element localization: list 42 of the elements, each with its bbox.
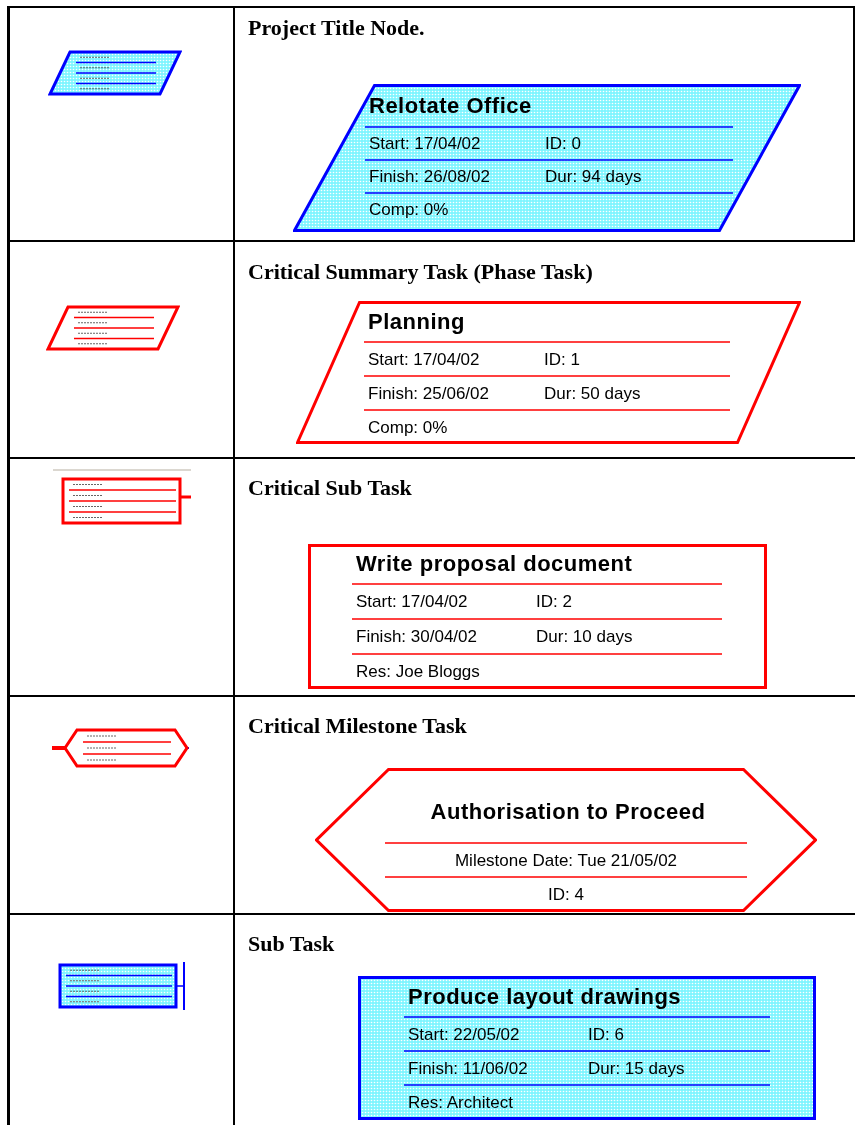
node-title: Write proposal document — [355, 553, 633, 575]
node-title: Planning — [367, 310, 465, 333]
field-text: Dur: 94 days — [545, 168, 642, 185]
row-heading: Sub Task — [248, 930, 335, 958]
row-heading: Project Title Node. — [248, 14, 425, 42]
mini-parallelogram-node — [46, 305, 180, 351]
field-text: Res: Architect — [407, 1093, 513, 1111]
field-text: Dur: 15 days — [588, 1059, 685, 1077]
field-text: ID: 1 — [544, 350, 580, 368]
task-node — [358, 976, 816, 1120]
field-text: Milestone Date: Tue 21/05/02 — [454, 851, 678, 869]
field-text: ID: 4 — [548, 885, 584, 903]
field-text: Res: Joe Bloggs — [355, 663, 480, 680]
row-heading: Critical Summary Task (Phase Task) — [248, 258, 593, 286]
field-text: Start: 17/04/02 — [367, 350, 481, 368]
mini-box-node — [53, 469, 191, 525]
field-text: Start: 17/04/02 — [368, 135, 482, 152]
mini-parallelogram-node — [48, 50, 182, 96]
field-text: Dur: 50 days — [544, 384, 641, 402]
task-node — [308, 544, 767, 689]
field-text: Finish: 30/04/02 — [355, 628, 478, 645]
row-heading: Critical Sub Task — [248, 474, 412, 502]
node-title: Produce layout drawings — [407, 985, 682, 1008]
mini-hexagon-node — [52, 728, 189, 768]
field-text: Finish: 25/06/02 — [367, 384, 490, 402]
field-text: Comp: 0% — [368, 201, 449, 218]
node-title: Relotate Office — [368, 94, 532, 117]
field-text: Comp: 0% — [367, 418, 448, 436]
task-node — [296, 301, 801, 444]
field-text: Dur: 10 days — [536, 628, 633, 645]
field-text: Finish: 11/06/02 — [407, 1059, 529, 1077]
node-title: Authorisation to Proceed — [429, 800, 706, 823]
field-text: ID: 6 — [588, 1025, 624, 1043]
field-text: Finish: 26/08/02 — [368, 168, 491, 185]
task-node — [315, 768, 817, 912]
task-node — [293, 84, 801, 232]
field-text: ID: 2 — [536, 593, 572, 610]
field-text: Start: 22/05/02 — [407, 1025, 521, 1043]
field-text: ID: 0 — [545, 135, 581, 152]
row-heading: Critical Milestone Task — [248, 712, 467, 740]
field-text: Start: 17/04/02 — [355, 593, 469, 610]
mini-box-node — [58, 961, 186, 1011]
